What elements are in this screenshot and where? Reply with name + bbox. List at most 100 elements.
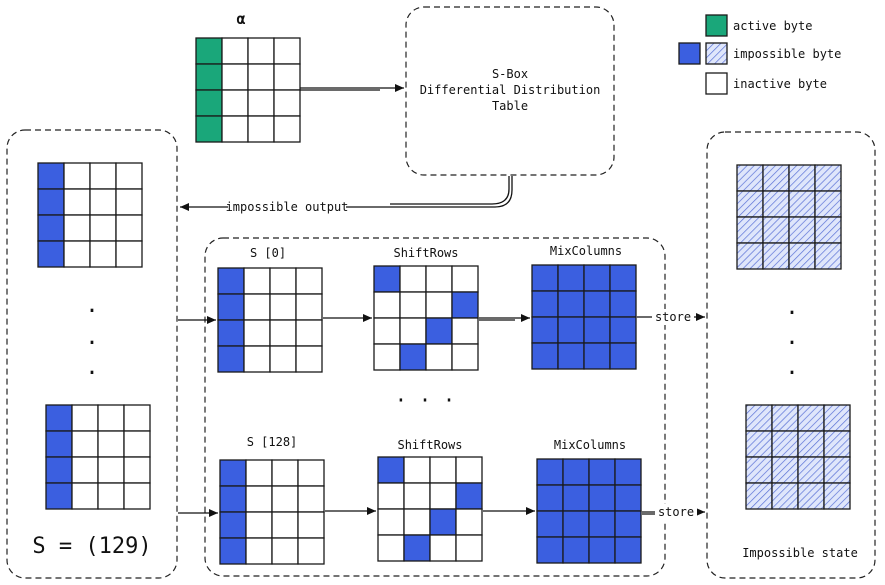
inactive-byte-cell — [243, 319, 271, 347]
row0-shiftrows-label: ShiftRows — [393, 246, 458, 260]
impossible-hatched-byte-cell — [745, 404, 773, 432]
inactive-byte-cell — [377, 508, 405, 536]
impossible-byte-cell — [588, 484, 616, 512]
impossible-hatched-byte-cell — [762, 164, 790, 192]
inactive-byte-cell — [71, 404, 99, 432]
impossible-hatched-byte-cell — [762, 216, 790, 244]
inactive-byte-cell — [269, 345, 297, 373]
inactive-byte-cell — [123, 456, 151, 484]
impossible-byte-cell — [531, 342, 559, 370]
impossible-byte-cell — [588, 536, 616, 564]
inactive-byte-cell — [377, 482, 405, 510]
inactive-byte-cell — [63, 188, 91, 216]
impossible-hatched-byte-cell — [788, 242, 816, 270]
impossible-byte-cell — [425, 317, 453, 345]
inactive-byte-cell — [221, 89, 249, 117]
ddt-title-line3: Table — [492, 99, 528, 113]
impossible-hatched-byte-cell — [797, 482, 825, 510]
impossible-byte-cell — [45, 482, 73, 510]
inactive-byte-cell — [273, 89, 301, 117]
inactive-byte-cell — [247, 115, 275, 143]
inactive-byte-cell — [295, 293, 323, 321]
impossible-byte-cell — [562, 484, 590, 512]
impossible-hatched-byte-cell — [745, 430, 773, 458]
inactive-byte-cell — [295, 319, 323, 347]
impossible-byte-cell — [37, 162, 65, 190]
inactive-byte-cell — [269, 293, 297, 321]
inactive-byte-cell — [245, 459, 273, 487]
impossible-hatched-byte-cell — [762, 190, 790, 218]
impossible-hatched-byte-cell — [745, 482, 773, 510]
impossible-byte-cell — [37, 240, 65, 268]
inactive-byte-cell — [269, 267, 297, 295]
inactive-byte-cell — [403, 456, 431, 484]
impossible-hatched-byte-cell — [771, 430, 799, 458]
impossible-hatched-byte-cell — [771, 482, 799, 510]
impossible-byte-cell — [588, 510, 616, 538]
row0-state-label: S [0] — [250, 246, 286, 260]
impossible-state-container — [706, 131, 876, 579]
inactive-byte-cell — [247, 63, 275, 91]
inactive-byte-cell — [89, 162, 117, 190]
inactive-byte-cell — [273, 115, 301, 143]
alpha-state-grid — [195, 37, 301, 143]
s128-state-grid — [219, 459, 325, 565]
impossible-hatched-byte-cell — [788, 216, 816, 244]
impossible-byte-cell — [614, 458, 642, 486]
impossible-byte-cell — [583, 290, 611, 318]
inactive-byte-cell — [115, 240, 143, 268]
inactive-byte-cell — [425, 291, 453, 319]
inactive-byte-cell — [451, 265, 479, 293]
inactive-byte-cell — [455, 456, 483, 484]
inactive-byte-cell — [373, 343, 401, 371]
impossible-hatched-byte-cell — [797, 404, 825, 432]
impossible-hatched-byte-cell — [762, 242, 790, 270]
impossible-hatched-byte-cell — [736, 242, 764, 270]
candidate-ellipsis-1: · — [85, 299, 98, 324]
impossible-byte-cell — [429, 508, 457, 536]
s0-state-grid — [217, 267, 323, 373]
inactive-byte-cell — [403, 508, 431, 536]
impossible-byte-cell — [377, 456, 405, 484]
inactive-byte-cell — [63, 214, 91, 242]
impossible-byte-cell — [45, 430, 73, 458]
legend-impossible-solid-swatch — [678, 42, 701, 65]
inactive-byte-cell — [89, 188, 117, 216]
active-byte-cell — [195, 115, 223, 143]
impossible-byte-cell — [583, 316, 611, 344]
inactive-byte-cell — [115, 214, 143, 242]
inactive-byte-cell — [429, 534, 457, 562]
inactive-byte-cell — [245, 485, 273, 513]
impossible-byte-cell — [609, 316, 637, 344]
inactive-byte-cell — [97, 404, 125, 432]
impossible-byte-cell — [562, 536, 590, 564]
impossible-hatched-byte-cell — [771, 456, 799, 484]
impossible-byte-cell — [583, 264, 611, 292]
row1-shiftrows-label: ShiftRows — [397, 438, 462, 452]
impossible-byte-cell — [217, 293, 245, 321]
inactive-byte-cell — [115, 162, 143, 190]
impossible-byte-cell — [37, 214, 65, 242]
impossible-byte-cell — [45, 404, 73, 432]
impossible-hatched-byte-cell — [745, 456, 773, 484]
impossible-byte-cell — [588, 458, 616, 486]
inactive-byte-cell — [243, 267, 271, 295]
candidate-state-bottom-grid — [45, 404, 151, 510]
impossible-byte-cell — [536, 536, 564, 564]
impossible-byte-cell — [219, 537, 247, 565]
impossible-byte-cell — [557, 290, 585, 318]
inactive-byte-cell — [247, 37, 275, 65]
inactive-byte-cell — [269, 319, 297, 347]
s128-shiftrows-grid — [377, 456, 483, 562]
inactive-byte-cell — [221, 115, 249, 143]
inactive-byte-cell — [377, 534, 405, 562]
legend-impossible-label: impossible byte — [733, 47, 841, 61]
row0-store-label: store — [655, 310, 691, 324]
inactive-byte-cell — [399, 317, 427, 345]
legend-inactive-label: inactive byte — [733, 77, 827, 91]
inactive-byte-cell — [297, 511, 325, 539]
inactive-byte-cell — [63, 162, 91, 190]
inactive-byte-cell — [271, 485, 299, 513]
impossible-hatched-byte-cell — [814, 216, 842, 244]
impossible-byte-cell — [583, 342, 611, 370]
